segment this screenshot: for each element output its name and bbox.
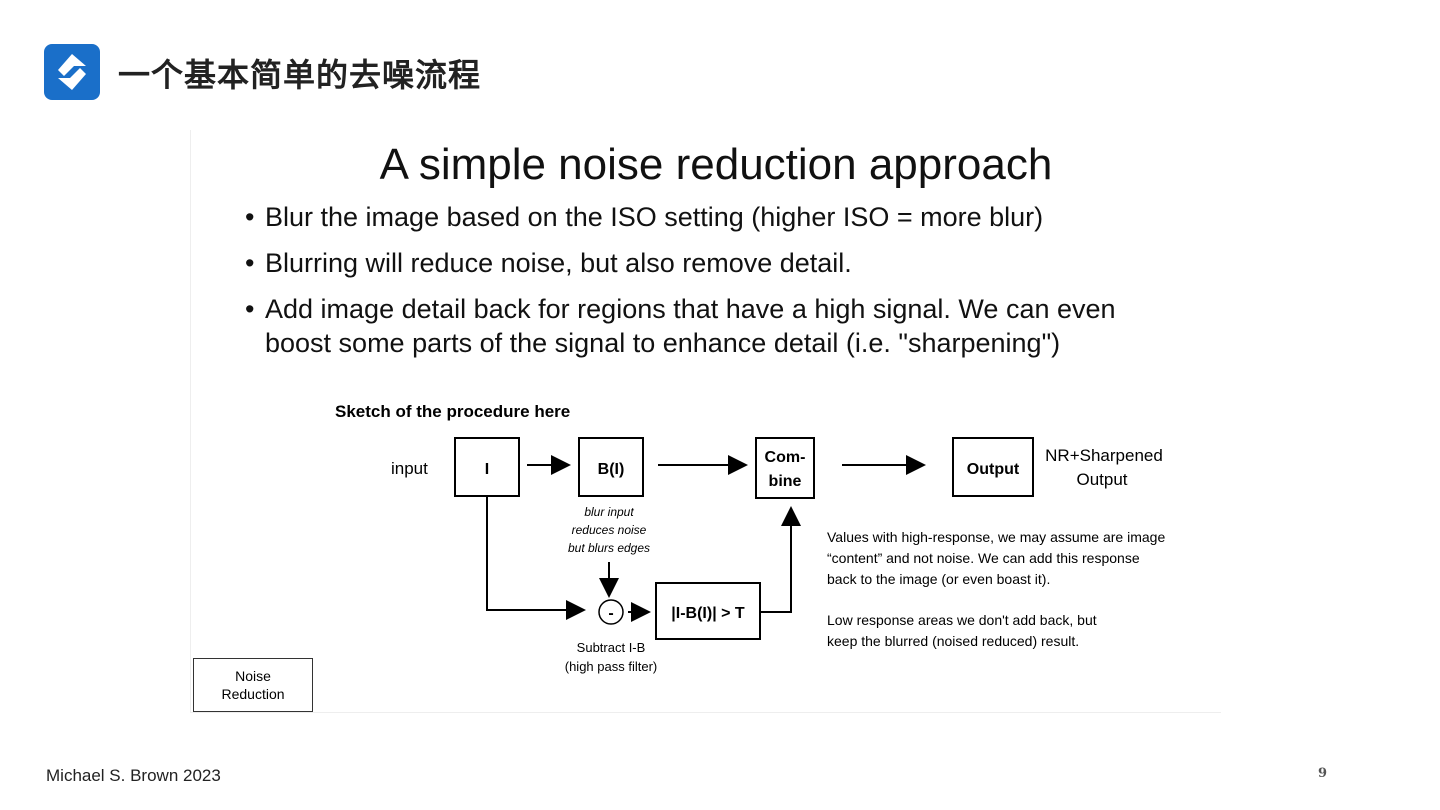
subtract-node-symbol: -	[608, 605, 613, 622]
explanation-line-3: back to the image (or even boast it).	[827, 571, 1050, 587]
blur-note-line-3: but blurs edges	[568, 541, 650, 555]
slide-title: A simple noise reduction approach	[379, 140, 1053, 189]
bullet-item: Blur the image based on the ISO setting …	[243, 200, 1163, 234]
explanation-line-5: keep the blurred (noised reduced) result…	[827, 633, 1079, 649]
box-blur-label: B(I)	[598, 461, 625, 478]
slide: A simple noise reduction approach Blur t…	[190, 130, 1221, 713]
page-title: 一个基本简单的去噪流程	[118, 56, 482, 94]
noise-reduction-tag-line-1: Noise	[235, 668, 271, 684]
blur-note-line-2: reduces noise	[572, 523, 647, 537]
explanation-line-1: Values with high-response, we may assume…	[827, 529, 1165, 545]
box-input-image-label: I	[485, 461, 489, 478]
box-combine-label-1: Com-	[765, 449, 806, 466]
box-combine-label-2: bine	[769, 473, 802, 490]
arrow-threshold-to-combine	[760, 506, 801, 613]
box-combine	[755, 437, 815, 499]
box-output-label: Output	[967, 461, 1020, 478]
box-threshold-label: |I-B(I)| > T	[671, 605, 745, 622]
subtract-label-line-1: Subtract I-B	[577, 640, 646, 655]
explanation-line-2: “content” and not noise. We can add this…	[827, 550, 1140, 566]
box-output	[952, 437, 1034, 497]
footer-author: Michael S. Brown 2023	[46, 766, 221, 785]
bullet-item: Add image detail back for regions that h…	[243, 292, 1163, 360]
output-label-line-2: Output	[1076, 470, 1127, 489]
procedure-diagram: Sketch of the procedure here input I B(I…	[335, 402, 1165, 674]
diagram-heading: Sketch of the procedure here	[335, 402, 570, 421]
noise-reduction-tag: Noise Reduction	[193, 658, 313, 712]
box-blur	[578, 437, 644, 497]
subtract-node	[598, 599, 624, 625]
brand-logo-icon	[44, 44, 100, 100]
subtract-label-line-2: (high pass filter)	[565, 659, 657, 674]
noise-reduction-tag-line-2: Reduction	[221, 686, 285, 702]
bullet-item: Blurring will reduce noise, but also rem…	[243, 246, 1163, 280]
input-label: input	[391, 459, 428, 478]
explanation-line-4: Low response areas we don't add back, bu…	[827, 612, 1097, 628]
bullet-list: Blur the image based on the ISO setting …	[243, 200, 1163, 372]
blur-note-line-1: blur input	[584, 505, 634, 519]
page-number: 9	[1318, 766, 1328, 781]
output-label-line-1: NR+Sharpened	[1045, 446, 1163, 465]
arrow-i-to-subtract	[486, 496, 586, 620]
